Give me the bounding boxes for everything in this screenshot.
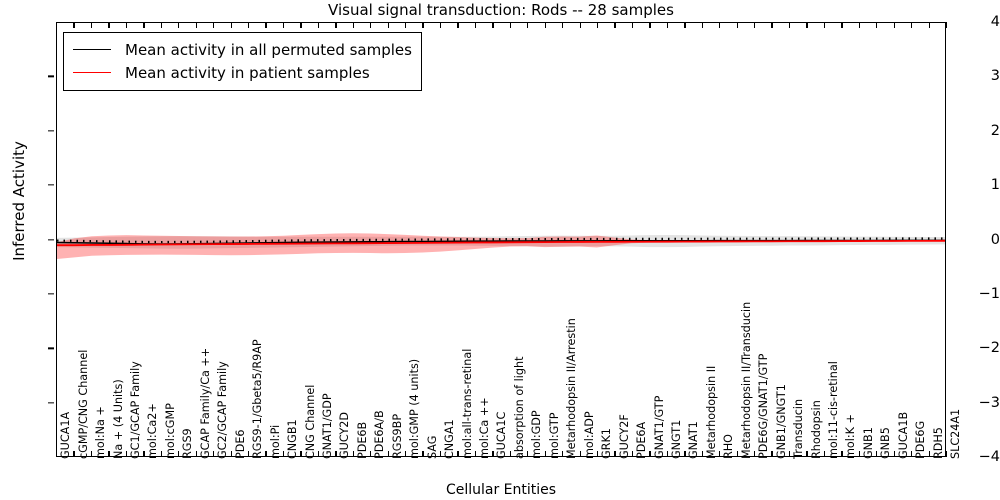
x-tick-mark (946, 451, 948, 457)
legend: Mean activity in all permuted samples Me… (63, 32, 422, 91)
y-tick-mark (48, 293, 54, 295)
legend-item: Mean activity in all permuted samples (73, 38, 412, 61)
plot-svg (57, 233, 945, 259)
patient-mean-line (57, 241, 945, 245)
y-tick-label: 3 (990, 68, 1000, 85)
y-tick-label: 2 (990, 122, 1000, 139)
y-tick-label: 4 (990, 14, 1000, 30)
y-tick-mark (48, 401, 54, 404)
legend-line-icon (73, 49, 111, 50)
y-tick-mark (48, 130, 54, 132)
y-tick-label: −3 (978, 394, 1000, 411)
legend-line-icon (73, 72, 111, 73)
y-tick-mark (48, 75, 54, 78)
y-tick-label: −4 (978, 449, 1000, 465)
y-tick-label: −2 (978, 340, 1000, 357)
x-axis-label: Cellular Entities (445, 482, 557, 498)
legend-item-label: Mean activity in patient samples (125, 63, 370, 82)
y-tick-label: −1 (978, 285, 1000, 302)
chart-title: Visual signal transduction: Rods -- 28 s… (328, 1, 674, 19)
y-tick-mark (48, 347, 54, 349)
legend-item: Mean activity in patient samples (73, 61, 412, 84)
y-axis-label: Inferred Activity (10, 141, 28, 261)
y-tick-label: 1 (990, 177, 1000, 194)
y-tick-label: 0 (990, 231, 1000, 248)
plot-area (56, 22, 946, 457)
y-tick-mark (48, 238, 54, 241)
y-tick-mark (48, 184, 54, 186)
x-tick-mark (946, 22, 948, 28)
legend-item-label: Mean activity in all permuted samples (125, 40, 412, 59)
